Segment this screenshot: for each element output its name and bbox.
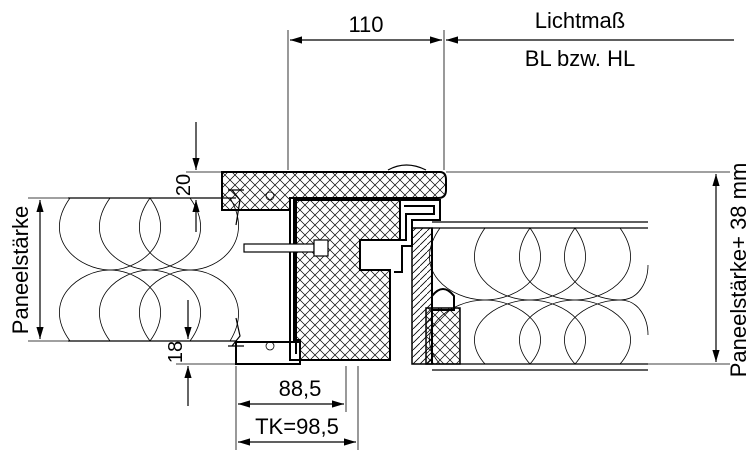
left-panel <box>58 197 239 342</box>
dim-tk-98-5-label: TK=98,5 <box>255 414 339 439</box>
dimension-top-offset: 20 <box>173 122 222 232</box>
dimension-frame-depth: 88,5 <box>235 366 347 450</box>
dimension-bottom-offset: 18 <box>165 300 236 406</box>
dimension-left-panel-thickness: Paneelstärke <box>8 197 68 342</box>
dimension-clear-width: Lichtmaß BL bzw. HL <box>446 8 734 71</box>
right-panel-thickness-label: Paneelstärke+ 38 mm <box>726 163 751 378</box>
clear-width-sublabel: BL bzw. HL <box>525 46 635 71</box>
dim-18-label: 18 <box>165 341 187 363</box>
dim-20-label: 20 <box>173 174 195 196</box>
dimension-top-width: 110 <box>287 12 445 170</box>
right-panel <box>429 221 649 371</box>
dim-110-label: 110 <box>348 12 383 37</box>
left-panel-thickness-label: Paneelstärke <box>8 206 33 334</box>
dimension-total-depth: TK=98,5 <box>238 366 359 450</box>
dimension-right-panel-thickness: Paneelstärke+ 38 mm <box>446 163 751 378</box>
clear-width-label: Lichtmaß <box>535 8 625 33</box>
frame-profile <box>221 164 461 365</box>
dim-88-5-label: 88,5 <box>279 376 322 401</box>
